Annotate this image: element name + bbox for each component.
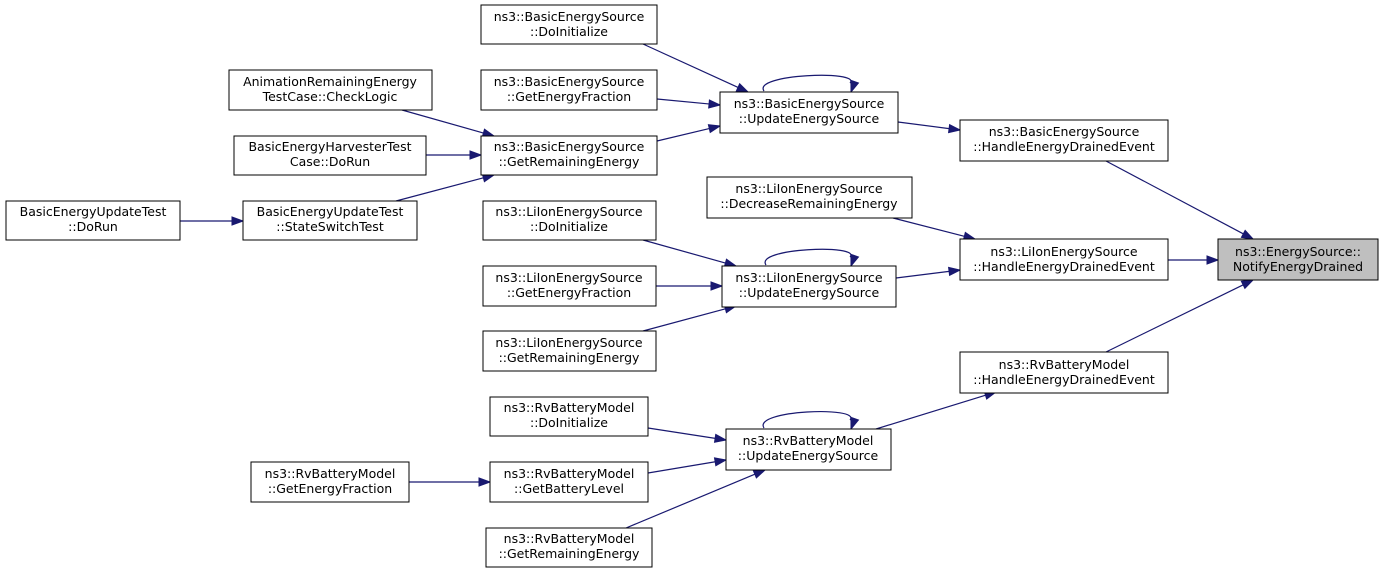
- edge-basic_update-to-basic_update: [762, 74, 860, 94]
- node-update-test-state-switch[interactable]: BasicEnergyUpdateTest ::StateSwitchTest: [242, 200, 418, 241]
- node-label-line2: ::UpdateEnergySource: [739, 285, 880, 300]
- edge-lion_doinit-to-lion_update: [642, 239, 738, 268]
- node-label-line2: ::StateSwitchTest: [276, 219, 384, 234]
- node-label-line2: ::DoInitialize: [530, 415, 608, 430]
- node-lion-get-remaining-energy[interactable]: ns3::LiIonEnergySource ::GetRemainingEne…: [482, 330, 657, 372]
- node-label-line1: ns3::BasicEnergySource: [494, 139, 645, 154]
- node-rv-get-remaining-energy[interactable]: ns3::RvBatteryModel ::GetRemainingEnergy: [485, 527, 653, 568]
- node-label-line1: ns3::BasicEnergySource: [494, 9, 645, 24]
- node-label-line1: ns3::RvBatteryModel: [999, 357, 1130, 372]
- edge-basic_handle-to-notify: [1105, 160, 1255, 240]
- edge-lion_handle-to-notify: [1168, 255, 1220, 265]
- node-label-line2: ::GetRemainingEnergy: [499, 350, 640, 365]
- node-label-line1: ns3::LiIonEnergySource: [495, 270, 643, 285]
- node-lion-handle-energy-drained[interactable]: ns3::LiIonEnergySource ::HandleEnergyDra…: [959, 238, 1169, 281]
- edge-lion_update-to-lion_update: [764, 248, 860, 268]
- edge-rv_frac-to-rv_level: [409, 477, 492, 487]
- node-rv-update-energy-source[interactable]: ns3::RvBatteryModel ::UpdateEnergySource: [725, 428, 892, 471]
- node-basic-get-remaining-energy[interactable]: ns3::BasicEnergySource ::GetRemainingEne…: [480, 135, 658, 176]
- node-label-line2: ::UpdateEnergySource: [738, 448, 879, 463]
- node-label-line1: ns3::BasicEnergySource: [734, 96, 885, 111]
- node-label-line2: Case::DoRun: [290, 154, 370, 169]
- node-label-line2: TestCase::CheckLogic: [262, 89, 398, 104]
- node-label-line1: ns3::RvBatteryModel: [504, 466, 635, 481]
- node-update-test-do-run[interactable]: BasicEnergyUpdateTest ::DoRun: [5, 200, 181, 241]
- edge-basic_frac-to-basic_update: [656, 98, 722, 109]
- node-label-line1: ns3::BasicEnergySource: [494, 74, 645, 89]
- node-label-line2: ::DecreaseRemainingEnergy: [720, 196, 898, 211]
- node-label-line1: ns3::RvBatteryModel: [504, 400, 635, 415]
- node-rv-handle-energy-drained[interactable]: ns3::RvBatteryModel ::HandleEnergyDraine…: [959, 351, 1169, 394]
- edge-rv_update-to-rv_update: [762, 411, 860, 431]
- node-notify-energy-drained[interactable]: ns3::EnergySource:: NotifyEnergyDrained: [1217, 238, 1379, 281]
- node-basic-update-energy-source[interactable]: ns3::BasicEnergySource ::UpdateEnergySou…: [719, 91, 899, 134]
- edge-update_switch-to-basic_remaining: [395, 173, 496, 202]
- edge-rv_handle-to-notify: [1105, 279, 1255, 353]
- node-harvester-test-do-run[interactable]: BasicEnergyHarvesterTest Case::DoRun: [233, 135, 427, 176]
- node-label-line1: ns3::LiIonEnergySource: [990, 244, 1138, 259]
- node-label-line2: ::HandleEnergyDrainedEvent: [973, 372, 1155, 387]
- node-label-line2: ::DoInitialize: [530, 24, 608, 39]
- node-label-line2: NotifyEnergyDrained: [1233, 259, 1363, 274]
- node-label-line2: ::DoRun: [68, 219, 118, 234]
- node-label-line1: ns3::LiIonEnergySource: [495, 335, 643, 350]
- node-label-line1: ns3::LiIonEnergySource: [735, 270, 883, 285]
- node-label-line2: ::UpdateEnergySource: [739, 111, 880, 126]
- node-label-line1: ns3::LiIonEnergySource: [735, 181, 883, 196]
- node-label-line1: ns3::RvBatteryModel: [743, 433, 874, 448]
- edge-update_run-to-update_switch: [180, 216, 245, 226]
- edge-anim_check-to-basic_remaining: [401, 109, 496, 138]
- edge-basic_update-to-basic_handle: [897, 121, 962, 134]
- edge-lion_frac-to-lion_update: [656, 281, 724, 291]
- node-label-line1: BasicEnergyUpdateTest: [20, 204, 167, 219]
- node-lion-decrease-remaining-energy[interactable]: ns3::LiIonEnergySource ::DecreaseRemaini…: [706, 176, 913, 219]
- node-label-line1: AnimationRemainingEnergy: [243, 74, 417, 89]
- edge-lion_decrease-to-lion_handle: [892, 217, 977, 241]
- node-label-line2: ::HandleEnergyDrainedEvent: [973, 259, 1155, 274]
- edge-rv_doinit-to-rv_update: [647, 427, 728, 443]
- node-basic-get-energy-fraction[interactable]: ns3::BasicEnergySource ::GetEnergyFracti…: [480, 69, 658, 111]
- node-label-line1: ns3::BasicEnergySource: [989, 124, 1140, 139]
- node-animation-check-logic[interactable]: AnimationRemainingEnergy TestCase::Check…: [228, 69, 433, 111]
- node-basic-handle-energy-drained[interactable]: ns3::BasicEnergySource ::HandleEnergyDra…: [959, 119, 1169, 162]
- node-label-line1: ns3::RvBatteryModel: [265, 466, 396, 481]
- node-label-line1: BasicEnergyHarvesterTest: [248, 139, 411, 154]
- node-label-line2: ::GetEnergyFraction: [507, 285, 631, 300]
- node-label-line1: ns3::EnergySource::: [1235, 244, 1361, 259]
- node-lion-get-energy-fraction[interactable]: ns3::LiIonEnergySource ::GetEnergyFracti…: [482, 265, 657, 307]
- node-label-line2: ::DoInitialize: [530, 219, 608, 234]
- edge-basic_remaining-to-basic_update: [656, 124, 722, 142]
- node-label-line2: ::GetRemainingEnergy: [499, 546, 640, 561]
- node-lion-do-initialize[interactable]: ns3::LiIonEnergySource ::DoInitialize: [482, 200, 657, 241]
- edge-harvester_run-to-basic_remaining: [426, 150, 483, 160]
- edge-rv_update-to-rv_handle: [875, 390, 998, 430]
- node-label-line1: ns3::LiIonEnergySource: [495, 204, 643, 219]
- node-basic-do-initialize[interactable]: ns3::BasicEnergySource ::DoInitialize: [480, 4, 658, 45]
- edge-rv_remaining-to-rv_update: [625, 469, 767, 529]
- node-label-line2: ::GetRemainingEnergy: [499, 154, 640, 169]
- node-rv-get-battery-level[interactable]: ns3::RvBatteryModel ::GetBatteryLevel: [489, 461, 649, 503]
- edge-rv_level-to-rv_update: [647, 457, 728, 474]
- edges-layer: [180, 43, 1255, 529]
- node-lion-update-energy-source[interactable]: ns3::LiIonEnergySource ::UpdateEnergySou…: [721, 265, 897, 308]
- edge-lion_remaining-to-lion_update: [642, 304, 738, 332]
- node-rv-do-initialize[interactable]: ns3::RvBatteryModel ::DoInitialize: [489, 396, 649, 437]
- node-label-line2: ::GetBatteryLevel: [514, 481, 624, 496]
- node-rv-get-energy-fraction[interactable]: ns3::RvBatteryModel ::GetEnergyFraction: [250, 461, 410, 503]
- edge-lion_update-to-lion_handle: [895, 266, 962, 279]
- edge-basic_doinit-to-basic_update: [642, 43, 750, 93]
- node-label-line1: ns3::RvBatteryModel: [504, 531, 635, 546]
- node-label-line2: ::GetEnergyFraction: [268, 481, 392, 496]
- node-label-line1: BasicEnergyUpdateTest: [257, 204, 404, 219]
- node-label-line2: ::GetEnergyFraction: [507, 89, 631, 104]
- node-label-line2: ::HandleEnergyDrainedEvent: [973, 139, 1155, 154]
